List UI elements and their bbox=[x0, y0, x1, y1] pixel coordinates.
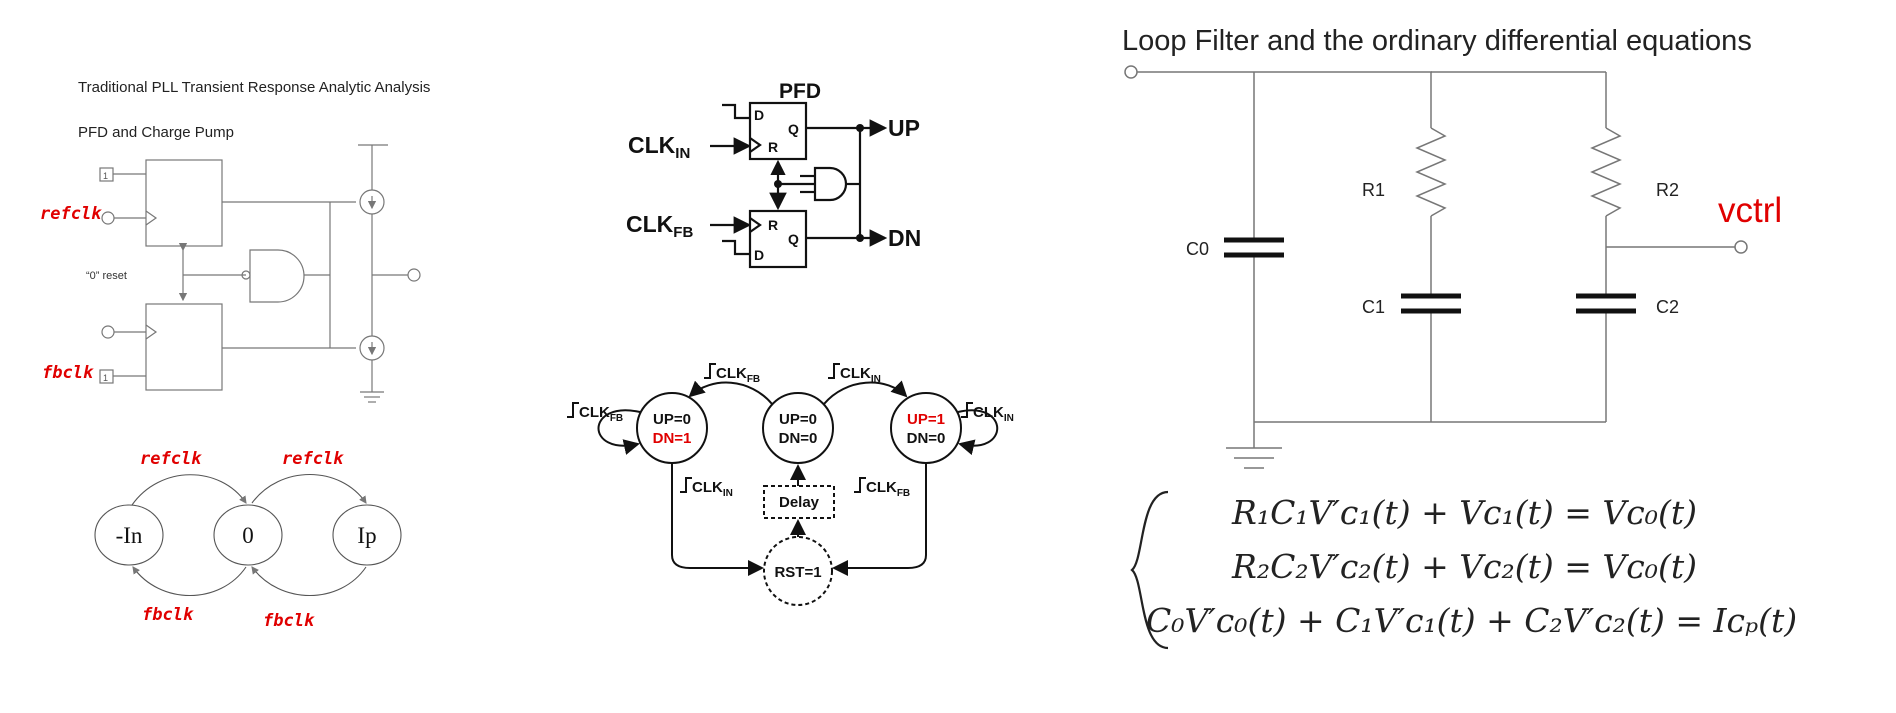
edge-refclk-2: refclk bbox=[282, 449, 344, 469]
state-mid-l1: UP=0 bbox=[779, 411, 817, 428]
panel-left-pfd-charge-pump: Traditional PLL Transient Response Analy… bbox=[40, 79, 430, 631]
state-left-l2: DN=1 bbox=[653, 430, 692, 447]
clk-in-label: CLKIN bbox=[628, 132, 690, 162]
edge-fbclk-2: fbclk bbox=[263, 611, 315, 631]
r1-label: R1 bbox=[1362, 180, 1385, 200]
edge-label-self-left: CLKFB bbox=[579, 404, 623, 424]
rst-label: RST=1 bbox=[774, 564, 821, 581]
c1-label: C1 bbox=[1362, 297, 1385, 317]
ff-bot-q: Q bbox=[788, 231, 799, 247]
state-right-l2: DN=0 bbox=[907, 430, 946, 447]
equation-3: C₀V′ᴄ₀(t) + C₁V′ᴄ₁(t) + C₂V′ᴄ₂(t) = Iᴄₚ(… bbox=[1146, 601, 1797, 640]
r2-label: R2 bbox=[1656, 180, 1679, 200]
state-mid-l2: DN=0 bbox=[779, 430, 818, 447]
tie-high-label-2: 1 bbox=[103, 373, 108, 383]
right-title: Loop Filter and the ordinary differentia… bbox=[1122, 25, 1752, 57]
pfd-title: PFD bbox=[779, 80, 821, 103]
equation-1: R₁C₁V′ᴄ₁(t) + Vᴄ₁(t) = Vᴄ₀(t) bbox=[1231, 493, 1697, 532]
edge-refclk-1: refclk bbox=[140, 449, 202, 469]
out-up-label: UP bbox=[888, 115, 920, 141]
left-state-diagram bbox=[94, 474, 402, 596]
vctrl-label: vctrl bbox=[1718, 191, 1782, 230]
left-schematic bbox=[99, 144, 421, 403]
c2-label: C2 bbox=[1656, 297, 1679, 317]
ff-bot-d: D bbox=[754, 247, 764, 263]
equation-brace bbox=[1130, 490, 1169, 650]
panel-mid-pfd: PFD D Q R bbox=[567, 80, 1014, 606]
out-dn-label: DN bbox=[888, 225, 921, 251]
refclk-label: refclk bbox=[40, 204, 102, 224]
tie-high-label-1: 1 bbox=[103, 171, 108, 181]
edge-fbclk-1: fbclk bbox=[142, 605, 194, 625]
c0-label: C0 bbox=[1186, 239, 1209, 259]
clock-edge-icons bbox=[567, 363, 973, 493]
edge-label-top-left: CLKFB bbox=[716, 365, 760, 385]
fbclk-label: fbclk bbox=[42, 363, 94, 383]
edge-label-self-right: CLKIN bbox=[973, 404, 1014, 424]
state-pos: Ip bbox=[357, 523, 376, 548]
edge-label-top-right: CLKIN bbox=[840, 365, 881, 385]
ff-top-q: Q bbox=[788, 121, 799, 137]
ff-top-d: D bbox=[754, 107, 764, 123]
state-neg: -In bbox=[116, 523, 143, 548]
ff-bot-r: R bbox=[768, 217, 778, 233]
left-subtitle: PFD and Charge Pump bbox=[78, 124, 234, 141]
edge-label-left-down: CLKIN bbox=[692, 479, 733, 499]
edge-label-right-down: CLKFB bbox=[866, 479, 910, 499]
state-right-l1: UP=1 bbox=[907, 411, 945, 428]
reset-label: “0” reset bbox=[86, 270, 127, 282]
clk-fb-label: CLKFB bbox=[626, 211, 693, 241]
state-left-l1: UP=0 bbox=[653, 411, 691, 428]
panel-right-loop-filter: Loop Filter and the ordinary differentia… bbox=[1122, 25, 1797, 650]
left-title: Traditional PLL Transient Response Analy… bbox=[78, 79, 430, 96]
state-zero: 0 bbox=[242, 523, 254, 548]
equation-2: R₂C₂V′ᴄ₂(t) + Vᴄ₂(t) = Vᴄ₀(t) bbox=[1231, 547, 1697, 586]
delay-label: Delay bbox=[779, 494, 820, 511]
ff-top-r: R bbox=[768, 139, 778, 155]
